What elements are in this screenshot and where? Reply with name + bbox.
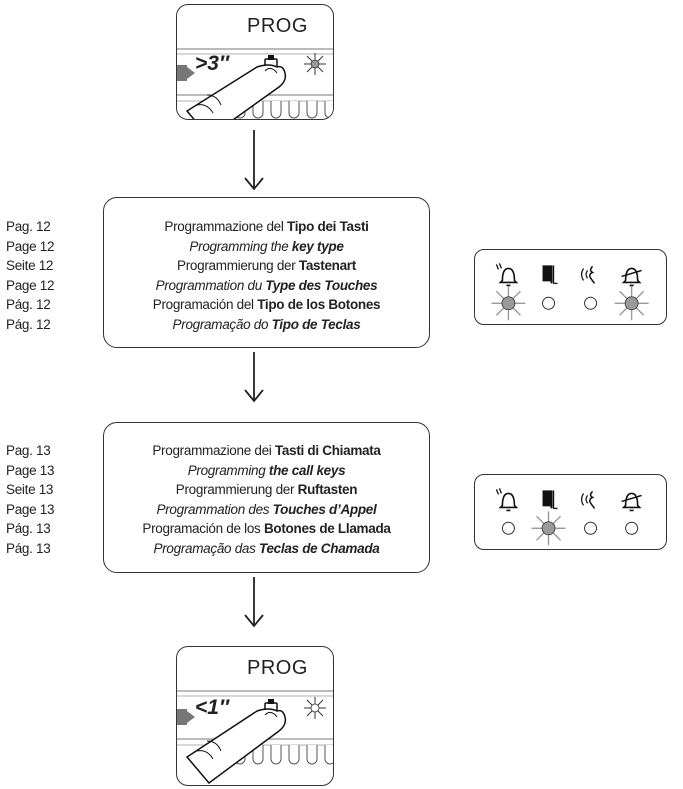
led-off <box>584 296 598 310</box>
step-line: Programação do Tipo de Teclas <box>172 316 361 332</box>
led-blinking <box>531 511 566 546</box>
step-line: Programmation du Type des Touches <box>155 277 378 293</box>
page-ref: Pág. 13 <box>6 521 51 536</box>
prog-label: PROG <box>247 15 308 37</box>
door-icon <box>542 490 558 510</box>
led-panel <box>474 249 667 325</box>
led-off <box>625 521 639 535</box>
page-ref: Page 12 <box>6 277 55 293</box>
led-panel <box>474 474 667 550</box>
led-off <box>542 296 556 310</box>
page-ref: Pag. 12 <box>6 219 51 234</box>
flow-arrow <box>244 130 264 191</box>
page-ref: Pag. 13 <box>6 443 51 458</box>
led-off <box>501 521 515 535</box>
hold-duration-label: <1″ <box>195 696 230 719</box>
step-line: Programación del Tipo de los Botones <box>152 297 381 312</box>
step-line: Programación de los Botones de Llamada <box>142 521 391 536</box>
page-ref: Page 13 <box>6 462 55 478</box>
page-ref: Pág. 13 <box>6 540 51 556</box>
device-panel-top: PROG >3″ <box>176 4 334 120</box>
led-off <box>584 521 598 535</box>
page-ref: Pág. 12 <box>6 297 51 312</box>
step-box-call-keys: Programmazione dei Tasti di Chiamata Pro… <box>103 422 430 573</box>
step-line: Programmierung der Ruftasten <box>175 482 358 497</box>
flow-arrow <box>244 577 264 628</box>
step-line: Programação das Teclas de Chamada <box>153 540 380 556</box>
flow-arrow <box>244 352 264 403</box>
page-references: Pag. 13 Page 13 Seite 13 Page 13 Pág. 13… <box>6 441 55 558</box>
bell-mute-icon <box>621 267 642 287</box>
hold-duration-label: >3″ <box>195 52 230 75</box>
page-ref: Page 12 <box>6 238 55 254</box>
step-box-key-type: Programmazione del Tipo dei Tasti Progra… <box>103 197 430 348</box>
prog-label: PROG <box>247 657 308 679</box>
bell-mute-icon <box>621 492 642 512</box>
page-ref: Pág. 12 <box>6 316 51 332</box>
step-line: Programmazione del Tipo dei Tasti <box>164 219 369 234</box>
step-line: Programmation des Touches d’Appel <box>156 501 377 517</box>
led-blinking <box>491 286 526 321</box>
step-line: Programming the call keys <box>187 462 346 478</box>
page-ref: Seite 12 <box>6 258 54 273</box>
device-panel-bottom: PROG <1″ <box>176 646 334 786</box>
page-ref: Seite 13 <box>6 482 54 497</box>
page-ref: Page 13 <box>6 501 55 517</box>
device-illustration <box>177 48 333 119</box>
step-line: Programmierung der Tastenart <box>177 258 356 273</box>
page-references: Pag. 12 Page 12 Seite 12 Page 12 Pág. 12… <box>6 217 55 334</box>
step-line: Programmazione dei Tasti di Chiamata <box>152 443 381 458</box>
device-illustration <box>177 690 333 785</box>
bell-ring-icon <box>495 263 519 287</box>
intercom-icon <box>580 490 596 509</box>
intercom-icon <box>580 265 596 284</box>
door-icon <box>542 265 558 285</box>
step-line: Programming the key type <box>189 238 344 254</box>
bell-ring-icon <box>495 488 519 512</box>
led-blinking <box>614 286 649 321</box>
